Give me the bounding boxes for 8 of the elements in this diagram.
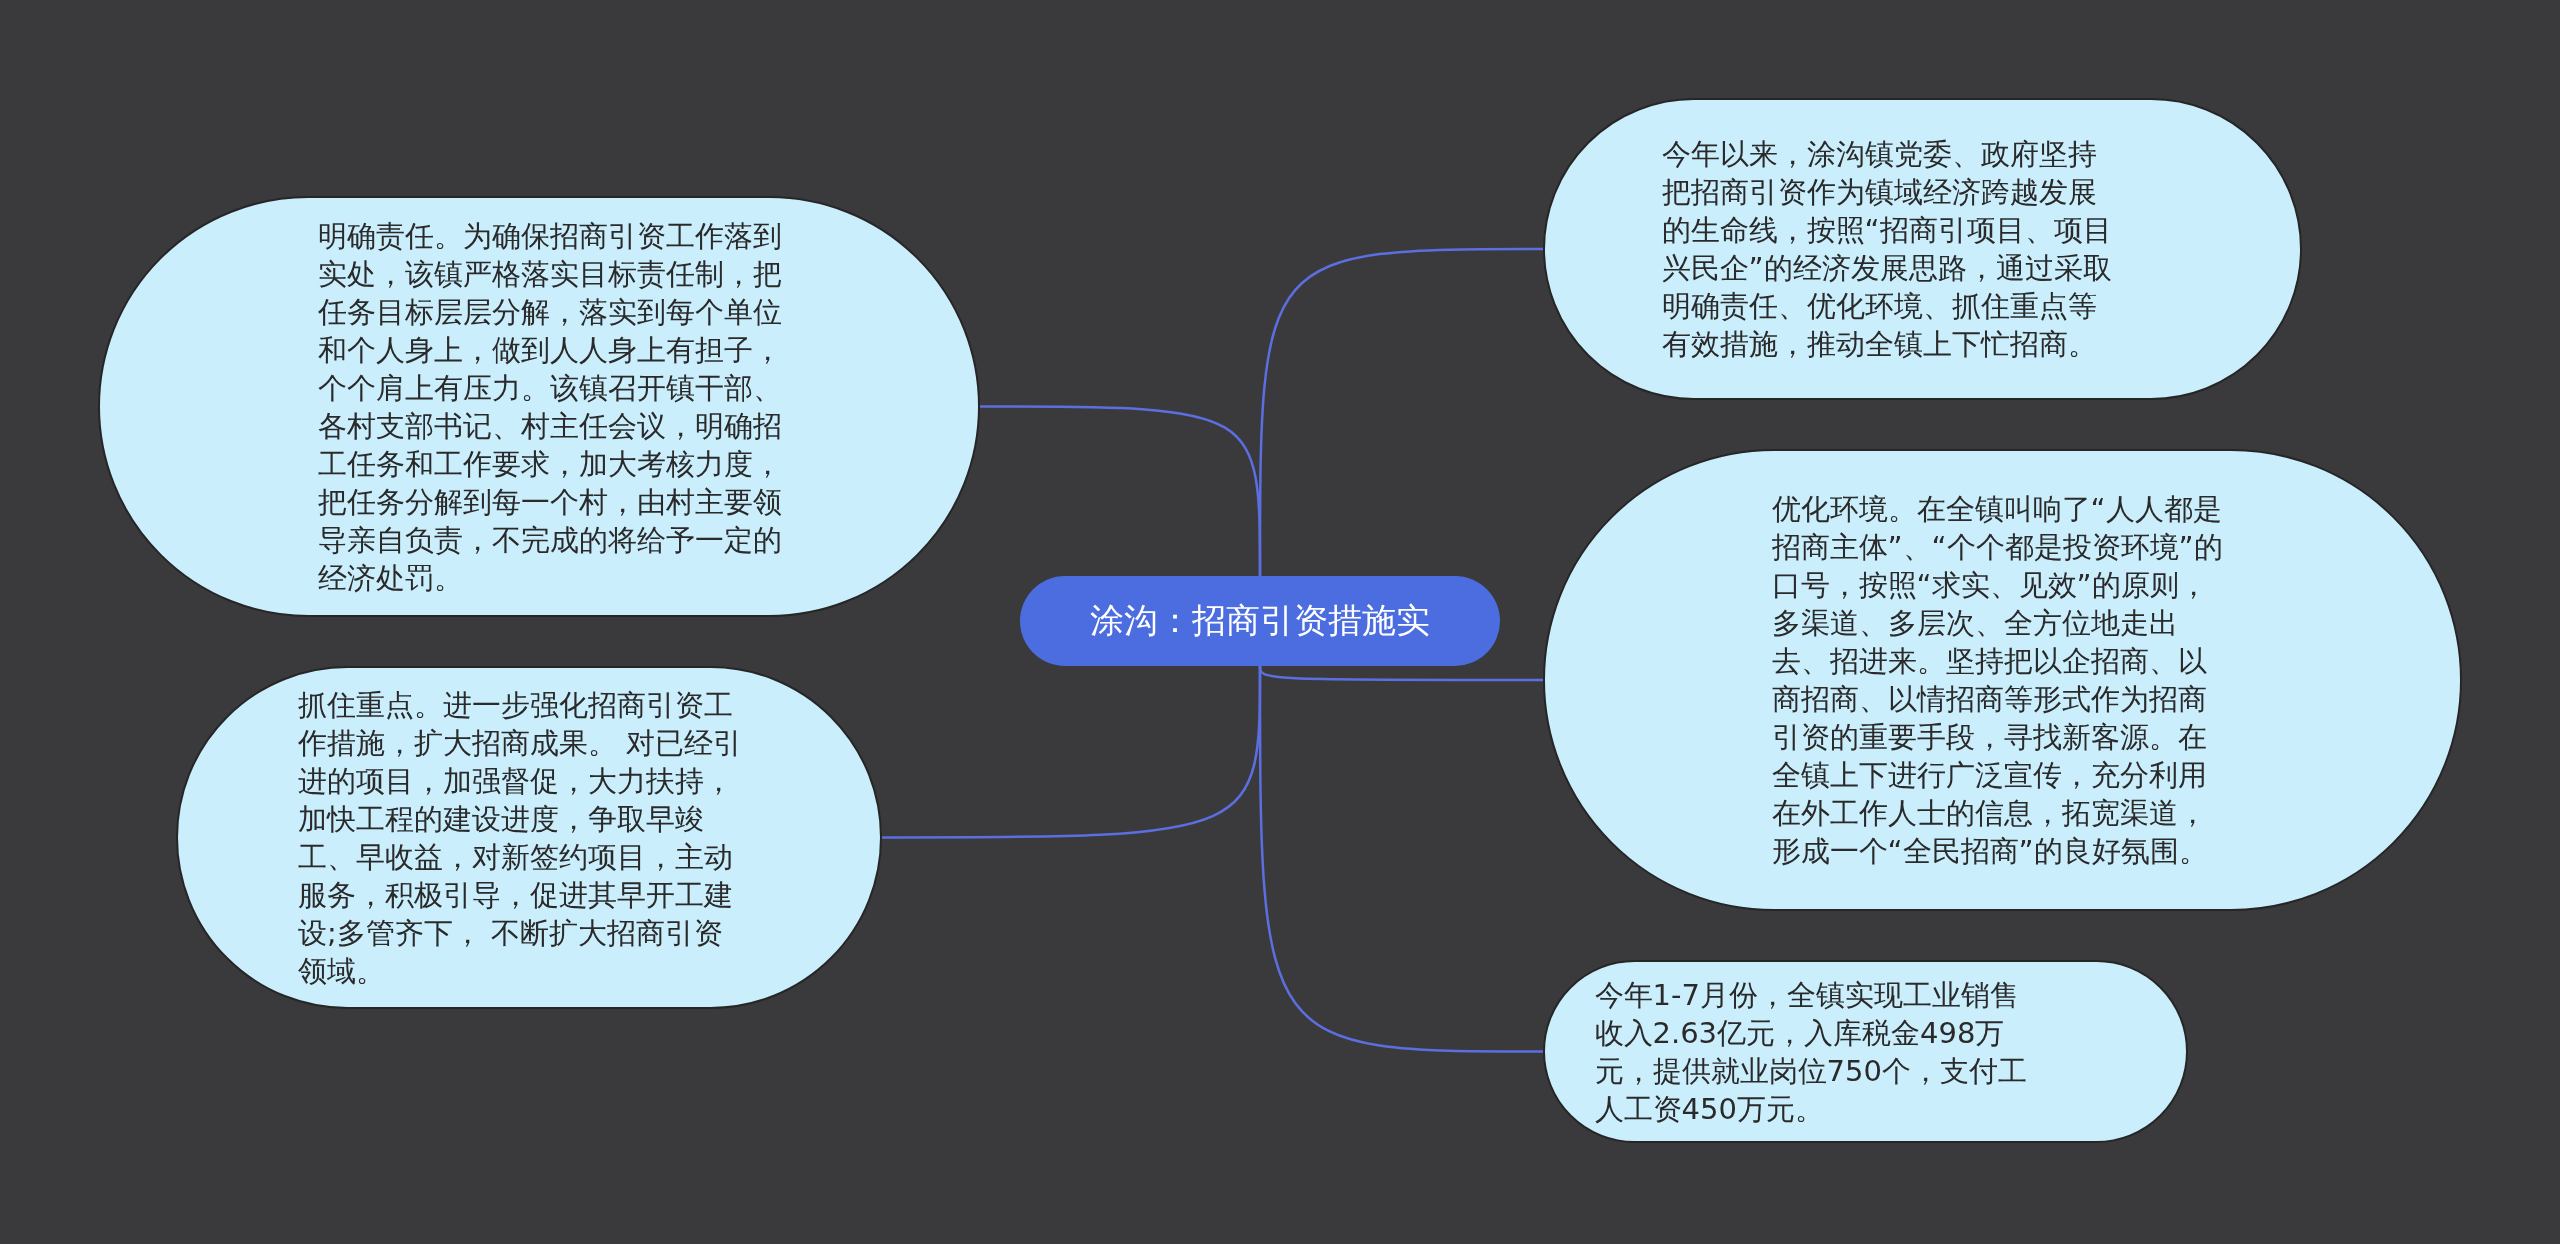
node-text: 抓住重点。进一步强化招商引资工作措施，扩大招商成果。 对已经引进的项目，加强督促，大力扶持，加快工程的建设进度，争取早竣工、早收益，对新签约项目，主动服务，积极引导，促进其早开工建设;多管齐下， 不断扩大招商引资领域。 (298, 686, 744, 990)
node-text: 今年1-7月份，全镇实现工业销售收入2.63亿元，入库税金498万元，提供就业岗位750个，支付工人工资450万元。 (1594, 976, 2028, 1128)
node-text: 今年以来，涂沟镇党委、政府坚持把招商引资作为镇域经济跨越发展的生命线，按照“招商引项目、项目兴民企”的经济发展思路，通过采取明确责任、优化环境、抓住重点等有效措施，推动全镇上下忙招商。 (1661, 136, 2113, 363)
connector-line (1258, 247, 1543, 576)
connector-line (1258, 666, 1543, 1053)
node-text: 明确责任。为确保招商引资工作落到实处，该镇严格落实目标责任制，把任务目标层层分解，落实到每个单位和个人身上，做到人人身上有担子，个个肩上有压力。该镇召开镇干部、各村支部书记、村主任会议，明确招工任务和工作要求，加大考核力度，把任务分解到每一个村，由村主要领导亲自负责，不完成的将给予一定的经济处罚。 (318, 217, 783, 597)
topic-text: 涂沟：招商引资措施实 (1090, 599, 1430, 642)
node-text: 优化环境。在全镇叫响了“人人都是招商主体”、“个个都是投资环境”的口号，按照“求实、见效”的原则，多渠道、多层次、全方位地走出去、招进来。坚持把以企招商、以商招商、以情招商等形式作为招商引资的重要手段，寻找新客源。在全镇上下进行广泛宣传，充分利用在外工作人士的信息，拓宽渠道，形成一个“全民招商”的良好氛围。 (1771, 491, 2224, 870)
